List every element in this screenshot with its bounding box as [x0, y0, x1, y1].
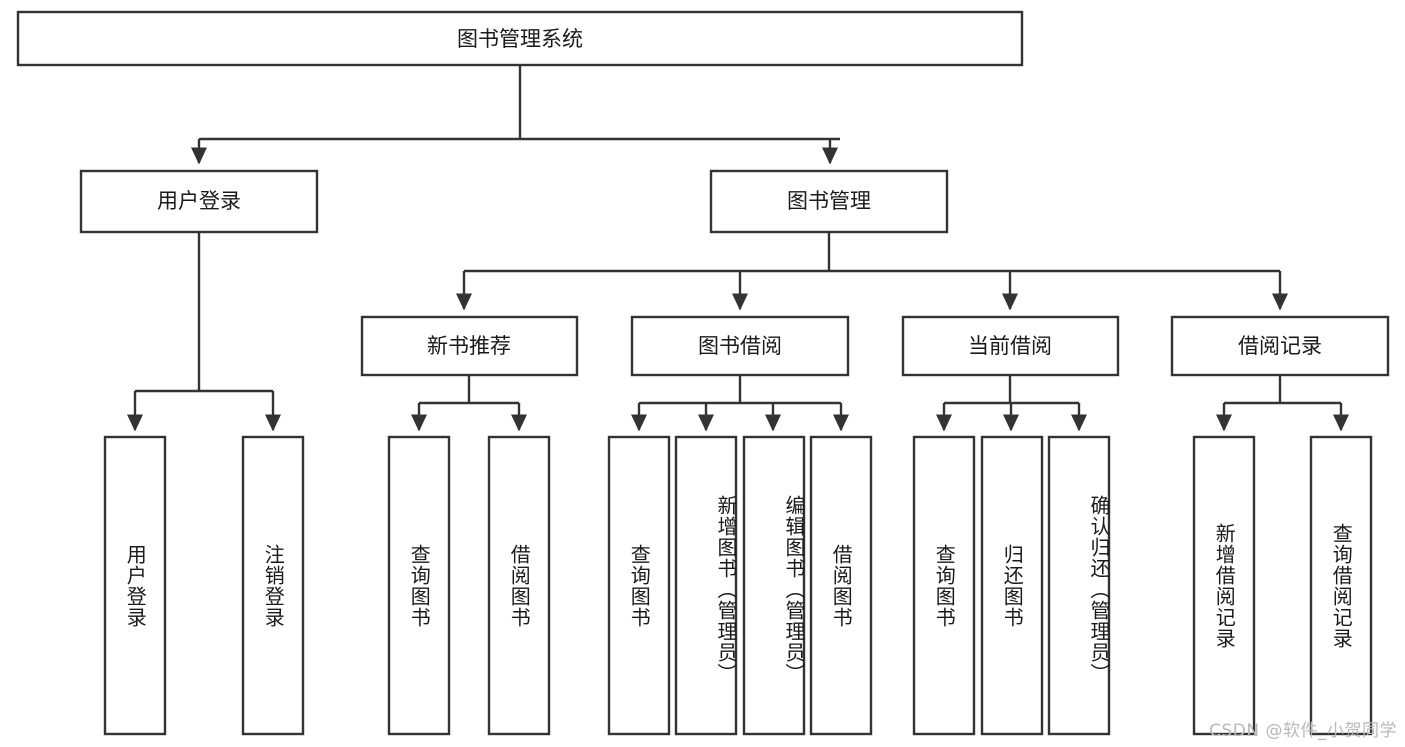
node-user-login-label: 用户登录: [157, 189, 241, 213]
connector-book-management-to-level3: [455, 232, 1289, 311]
node-leaf-query-book-1[interactable]: [387, 435, 451, 736]
node-leaf-confirm-return[interactable]: [1047, 435, 1111, 736]
node-leaf-user-logout[interactable]: [241, 435, 305, 736]
node-leaf-borrow-book-1[interactable]: [487, 435, 551, 736]
connector-borrow-record-to-leaves: [1215, 375, 1350, 432]
node-leaf-query-record[interactable]: [1309, 435, 1373, 736]
node-leaf-borrow-book-2[interactable]: [809, 435, 873, 736]
connector-user-login-to-leaves: [126, 232, 282, 432]
connector-current-borrow-to-leaves: [935, 375, 1088, 432]
node-book-management-label: 图书管理: [787, 189, 871, 213]
connector-root-to-level2: [190, 65, 840, 165]
watermark-text: CSDN @软件_小贺同学: [1209, 721, 1397, 741]
node-leaf-add-record[interactable]: [1192, 435, 1256, 736]
node-leaf-user-login[interactable]: [103, 435, 167, 736]
node-new-book-recommend-label: 新书推荐: [427, 334, 511, 358]
node-new-book-recommend[interactable]: 新书推荐: [360, 315, 579, 377]
connector-new-book-recommend-to-leaves: [410, 375, 528, 432]
node-root-label: 图书管理系统: [457, 27, 583, 51]
connector-book-borrow-to-leaves: [630, 375, 850, 432]
node-leaf-edit-book[interactable]: [742, 435, 806, 736]
node-leaf-query-book-3[interactable]: [912, 435, 976, 736]
node-leaf-add-book[interactable]: [674, 435, 738, 736]
node-current-borrow[interactable]: 当前借阅: [901, 315, 1120, 377]
node-current-borrow-label: 当前借阅: [968, 334, 1052, 358]
node-leaf-return-book[interactable]: [980, 435, 1044, 736]
node-book-management[interactable]: 图书管理: [709, 169, 949, 234]
node-borrow-record[interactable]: 借阅记录: [1170, 315, 1390, 377]
node-borrow-record-label: 借阅记录: [1238, 334, 1322, 358]
node-leaf-query-book-2[interactable]: [607, 435, 671, 736]
node-user-login[interactable]: 用户登录: [79, 169, 319, 234]
node-root[interactable]: 图书管理系统: [16, 10, 1024, 67]
node-book-borrow-label: 图书借阅: [698, 334, 782, 358]
node-book-borrow[interactable]: 图书借阅: [630, 315, 850, 377]
